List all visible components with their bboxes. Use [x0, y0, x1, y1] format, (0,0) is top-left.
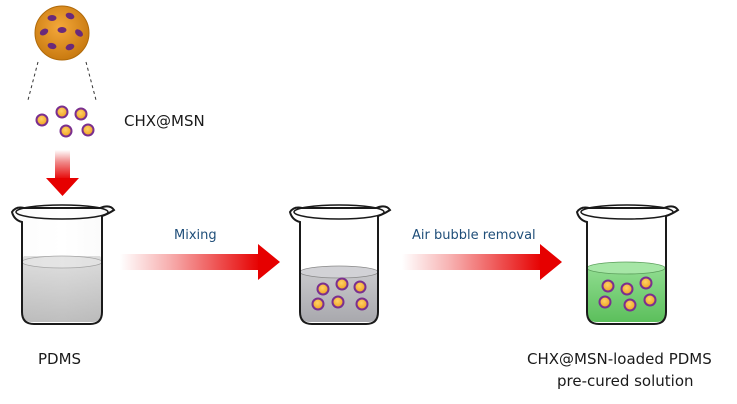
beaker-final	[575, 204, 680, 325]
mixing-step-label: Mixing	[174, 228, 217, 243]
beaker-pdms	[10, 204, 116, 325]
bubble-removal-arrow	[402, 244, 562, 280]
mixing-arrow	[120, 244, 280, 280]
pdms-label: PDMS	[38, 350, 82, 368]
zoom-line-left	[27, 61, 39, 101]
chx-msn-particles	[35, 105, 95, 138]
down-arrow	[46, 150, 79, 196]
zoom-line-right	[85, 61, 97, 101]
chx-msn-label: CHX@MSN	[124, 112, 205, 130]
beaker-loaded	[288, 204, 392, 325]
msn-particle-icon	[34, 5, 90, 61]
final-product-label-line2: pre-cured solution	[557, 372, 694, 390]
bubble-removal-step-label: Air bubble removal	[412, 228, 536, 243]
final-product-label-line1: CHX@MSN-loaded PDMS	[527, 350, 712, 368]
